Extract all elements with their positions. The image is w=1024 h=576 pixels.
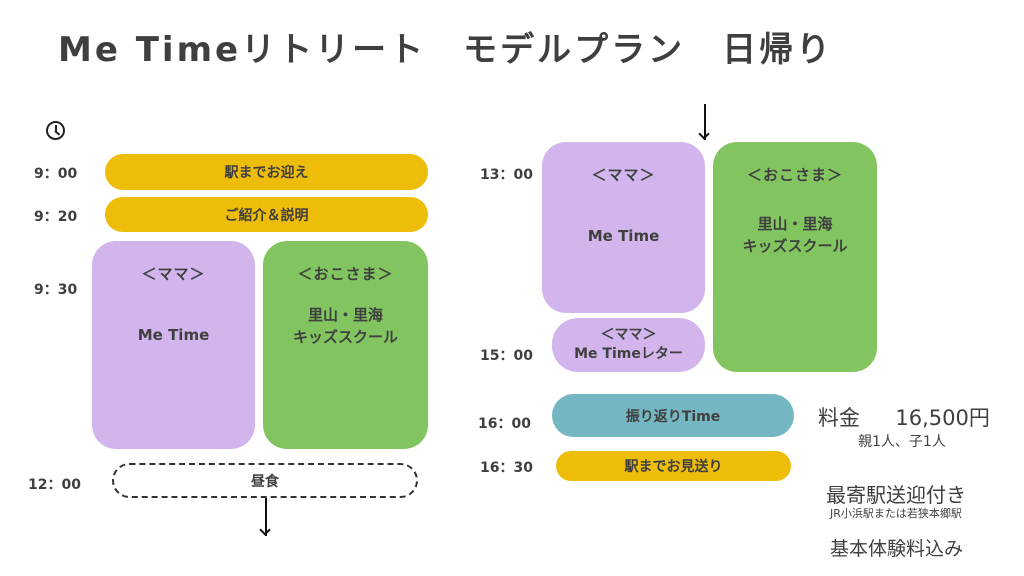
time-0900: 9：00 [34, 166, 78, 182]
kids-line2: キッズスクール [292, 328, 398, 346]
time-1600: 16：00 [478, 416, 531, 432]
kids-line1: 里山・里海 [307, 306, 383, 324]
kids-afternoon-card: ＜おこさま＞ 里山・里海 キッズスクール [713, 142, 877, 372]
kids-label: ＜おこさま＞ [297, 265, 394, 283]
down-arrow-icon [698, 104, 712, 144]
mama-morning-card: ＜ママ＞ Me Time [92, 241, 255, 449]
price-note: 親1人、子1人 [858, 434, 946, 450]
letter-block: ＜ママ＞ Me Timeレター [552, 318, 705, 372]
clock-icon [46, 121, 65, 140]
price-label: 料金 [818, 406, 860, 430]
intro-label: ご紹介＆説明 [224, 207, 309, 224]
mama-label: ＜ママ＞ [141, 265, 206, 283]
dropoff-label: 駅までお見送り [624, 459, 723, 475]
time-1300: 13：00 [480, 167, 533, 183]
pickup-label: 駅までお迎え [224, 165, 309, 181]
reflection-block: 振り返りTime [552, 394, 794, 437]
down-arrow-icon [259, 498, 273, 538]
stations-text: JR小浜駅または若狭本郷駅 [830, 507, 962, 520]
included-text: 基本体験料込み [830, 538, 964, 560]
transfer-text: 最寄駅送迎付き [826, 483, 966, 507]
time-1200: 12：00 [28, 477, 81, 493]
time-0920: 9：20 [34, 209, 78, 225]
mama-body: Me Time [587, 227, 660, 245]
kids-line2: キッズスクール [742, 237, 848, 255]
kids-label: ＜おこさま＞ [746, 166, 843, 184]
price-line: 料金 16,500円 [818, 402, 990, 432]
reflection-label: 振り返りTime [625, 408, 721, 425]
kids-morning-card: ＜おこさま＞ 里山・里海 キッズスクール [263, 241, 428, 449]
mama-label: ＜ママ＞ [591, 166, 656, 184]
lunch-block: 昼食 [112, 463, 418, 498]
pickup-block: 駅までお迎え [105, 154, 428, 190]
page-title: Me Timeリトリート モデルプラン 日帰り [58, 30, 834, 70]
dropoff-block: 駅までお見送り [556, 451, 791, 481]
kids-line1: 里山・里海 [757, 215, 833, 233]
lunch-label: 昼食 [251, 473, 279, 490]
mama-afternoon-card: ＜ママ＞ Me Time [542, 142, 705, 313]
mama-body: Me Time [137, 326, 210, 344]
time-0930: 9：30 [34, 282, 78, 298]
price-value: 16,500円 [895, 406, 990, 430]
time-1500: 15：00 [480, 348, 533, 364]
intro-block: ご紹介＆説明 [105, 197, 428, 232]
time-1630: 16：30 [480, 460, 533, 476]
letter-body: Me Timeレター [574, 346, 683, 362]
letter-label: ＜ママ＞ [600, 327, 657, 343]
